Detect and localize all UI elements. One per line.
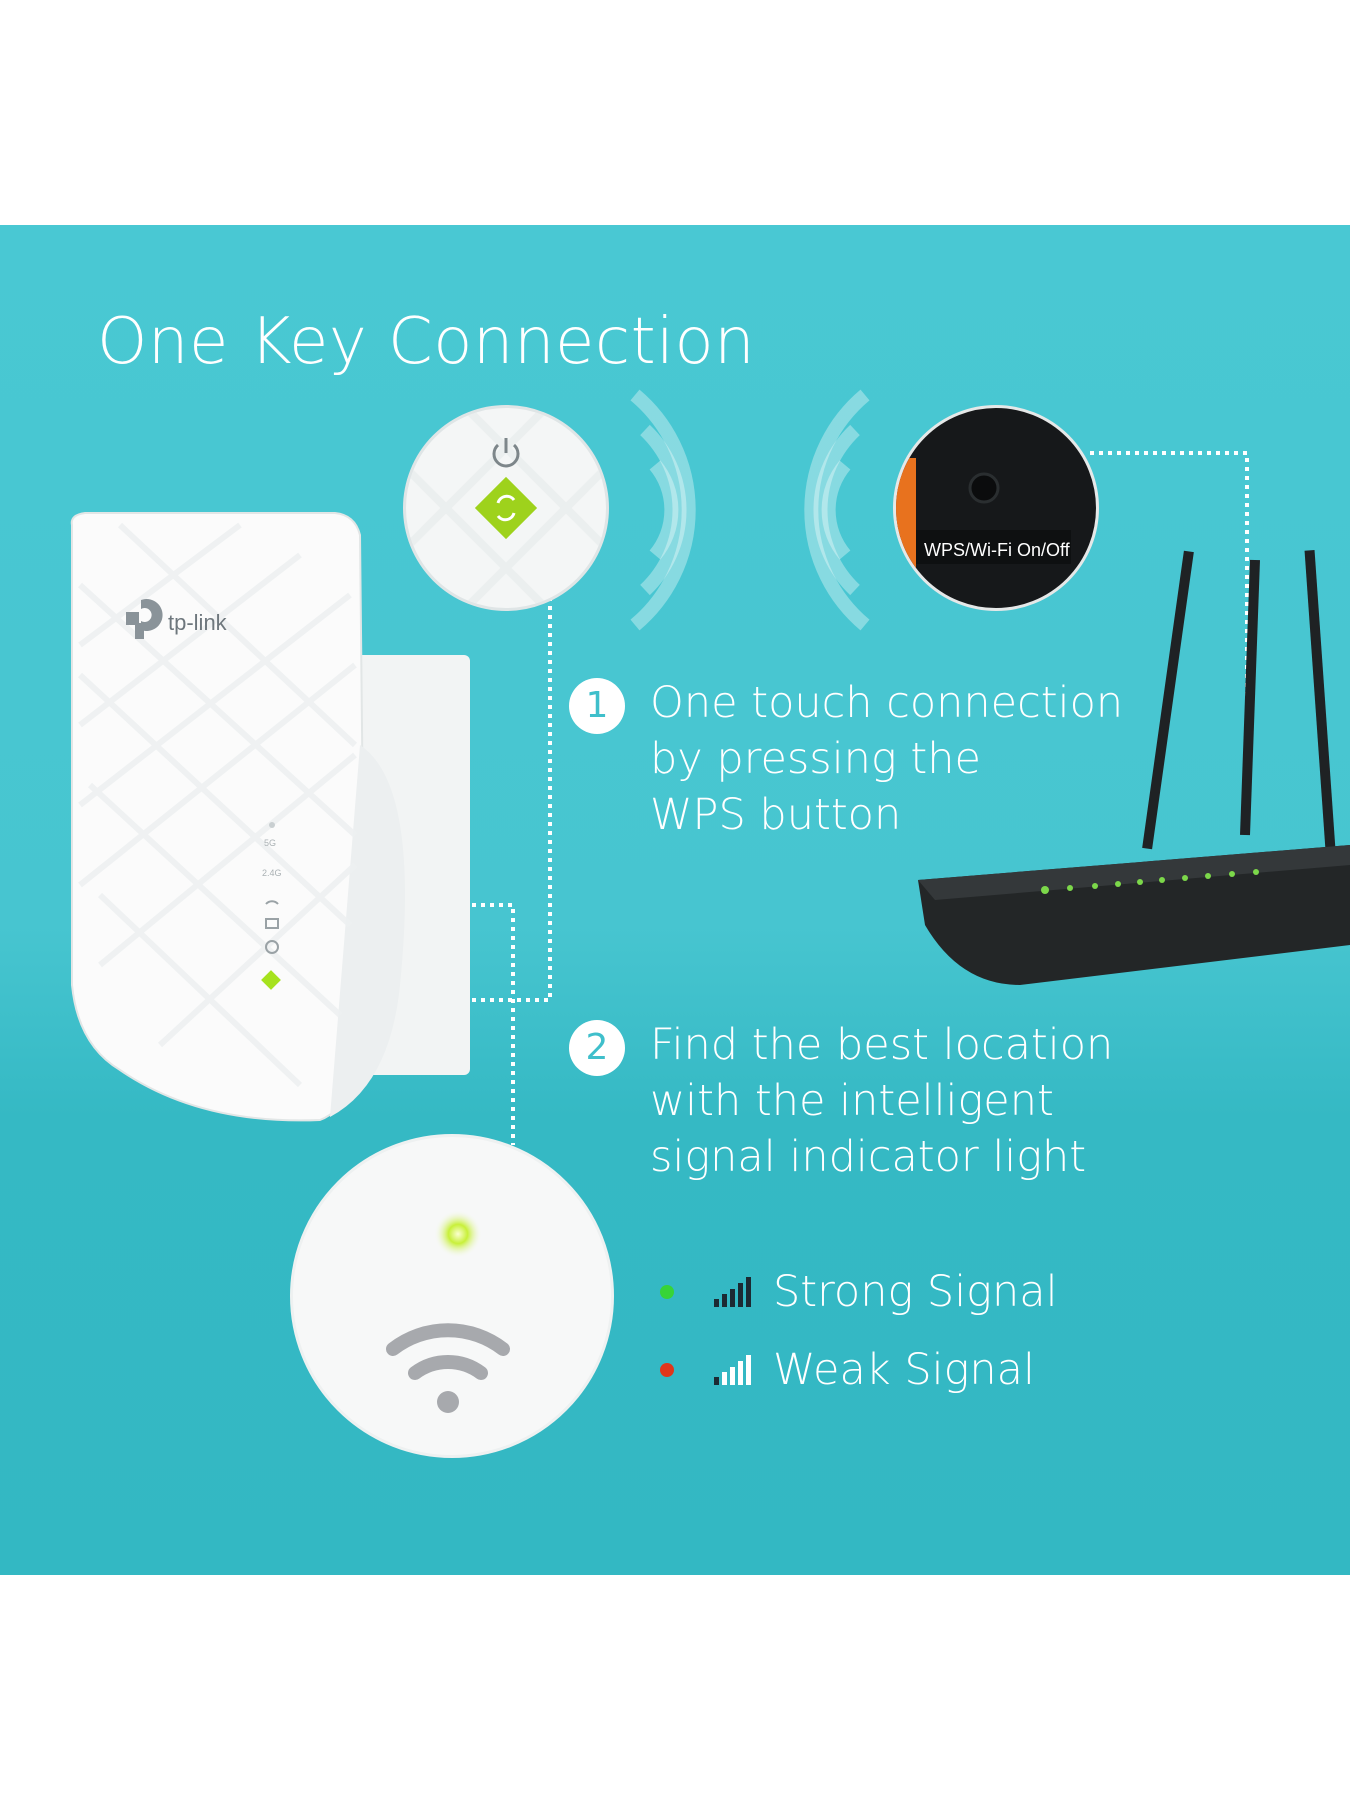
red-dot-icon xyxy=(660,1363,674,1377)
step-2-line-1: Find the best location xyxy=(650,1020,1114,1070)
router-wps-button-zoom: WPS/Wi-Fi On/Off xyxy=(893,405,1099,611)
step-1-line-2: by pressing the xyxy=(650,734,981,784)
router-wps-button xyxy=(968,472,1000,504)
legend-strong-signal: Strong Signal xyxy=(660,1267,1058,1317)
wireless-waves-left-icon xyxy=(630,389,696,631)
page-title: One Key Connection xyxy=(97,305,756,379)
tp-link-logo: tp-link xyxy=(126,599,228,639)
step-2-number: 2 xyxy=(569,1020,625,1076)
power-icon xyxy=(492,438,520,468)
wps-button-zoom xyxy=(403,405,609,611)
legend-weak-signal: Weak Signal xyxy=(660,1345,1035,1395)
wireless-waves-right-icon xyxy=(804,389,870,631)
step-2-line-3: signal indicator light xyxy=(650,1132,1087,1182)
step-2-line-2: with the intelligent xyxy=(650,1076,1054,1126)
wifi-icon xyxy=(386,1323,510,1380)
svg-text:5G: 5G xyxy=(264,838,276,848)
step-2-text: Find the best location with the intellig… xyxy=(650,1017,1113,1185)
signal-bars-full-icon xyxy=(714,1277,751,1307)
range-extender-device: tp-link 5G 2.4G xyxy=(70,512,405,1122)
signal-led-zoom xyxy=(290,1134,614,1458)
illustration-layer: tp-link 5G 2.4G xyxy=(70,389,1350,1145)
signal-led-icon xyxy=(434,1210,482,1258)
svg-text:2.4G: 2.4G xyxy=(262,868,282,878)
step-1-text: One touch connection by pressing the WPS… xyxy=(650,675,1123,843)
green-dot-icon xyxy=(660,1285,674,1299)
feature-panel: One Key Connection xyxy=(0,225,1350,1575)
weak-signal-label: Weak Signal xyxy=(773,1345,1035,1395)
step-1-number: 1 xyxy=(569,678,625,734)
step-1-line-1: One touch connection xyxy=(650,678,1124,728)
step-1-line-3: WPS button xyxy=(650,790,902,840)
signal-bars-weak-icon xyxy=(714,1355,751,1385)
router-button-label: WPS/Wi-Fi On/Off xyxy=(924,540,1071,560)
brand-text: tp-link xyxy=(168,610,228,635)
strong-signal-label: Strong Signal xyxy=(773,1267,1058,1317)
wps-button-icon xyxy=(474,476,538,540)
dotted-connectors xyxy=(283,451,1249,1145)
router-device xyxy=(918,550,1350,985)
